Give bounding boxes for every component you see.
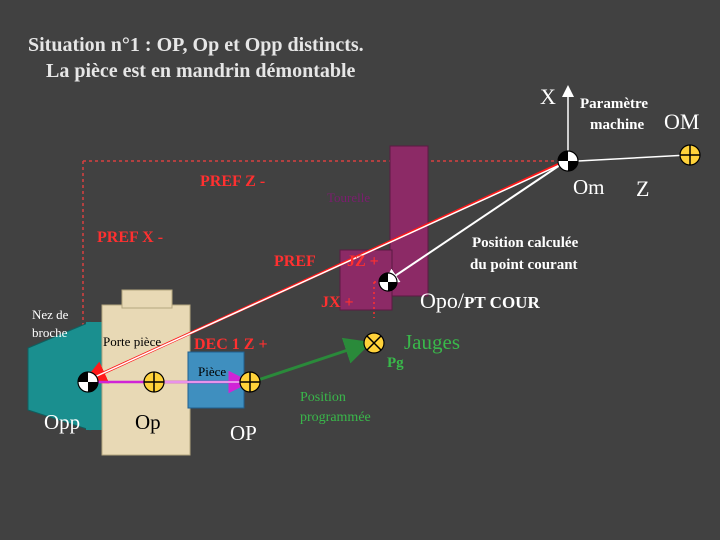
opo-point-icon	[378, 272, 398, 292]
nez-label-line-2: broche	[32, 325, 68, 340]
position-calculee-line-2: du point courant	[470, 257, 578, 273]
pt-cour-text: PT COUR	[464, 293, 540, 312]
machine-param-line	[577, 154, 689, 162]
opp-label: Opp	[44, 410, 81, 434]
opo-text: Opo/	[420, 288, 464, 313]
position-programmee-line-2: programmée	[300, 410, 371, 425]
op-point-icon	[143, 371, 165, 393]
om-big-label: OM	[664, 109, 700, 134]
tourelle-label: Tourelle	[327, 190, 371, 205]
jz-label: JZ +	[347, 253, 379, 270]
jauges-label: Jauges	[404, 330, 460, 354]
machine-label: machine	[590, 117, 645, 133]
pg-label: Pg	[387, 355, 404, 371]
porte-piece-label: Porte pièce	[103, 334, 162, 349]
pref-z-label: PREF Z -	[200, 173, 266, 190]
title-line-2: La pièce est en mandrin démontable	[46, 60, 356, 82]
om-big-point-icon	[679, 144, 701, 166]
pref-frame-lines	[82, 160, 567, 362]
opp-to-om-line	[87, 162, 565, 381]
position-programmee-line-1: Position	[300, 390, 346, 405]
title-line-1: Situation n°1 : OP, Op et Opp distincts.	[28, 34, 364, 56]
gauge-arrow	[251, 337, 372, 384]
jx-label: JX +	[321, 294, 354, 311]
tourelle-block	[389, 145, 429, 297]
piece-label: Pièce	[198, 364, 227, 379]
opo-label: Opo/PT COUR	[420, 288, 540, 314]
x-axis-label: X	[540, 84, 556, 109]
workpiece	[187, 351, 245, 409]
pg-point-icon	[363, 332, 385, 354]
dec-label: DEC 1 Z +	[194, 336, 268, 353]
om-point-icon	[557, 150, 579, 172]
opp-point-icon	[77, 371, 99, 393]
pref-label: PREF	[274, 253, 316, 270]
z-axis-label: Z	[636, 176, 650, 201]
position-calculee-line-1: Position calculée	[472, 235, 579, 251]
OP-label: OP	[230, 421, 257, 445]
pref-x-label: PREF X -	[97, 229, 164, 246]
OP-point-icon	[239, 371, 261, 393]
nez-label-line-1: Nez de	[32, 307, 69, 322]
op-label: Op	[135, 410, 161, 434]
om-to-opo-line	[382, 160, 567, 285]
om-small-label: Om	[573, 175, 605, 199]
parametre-label: Paramètre	[580, 96, 649, 112]
